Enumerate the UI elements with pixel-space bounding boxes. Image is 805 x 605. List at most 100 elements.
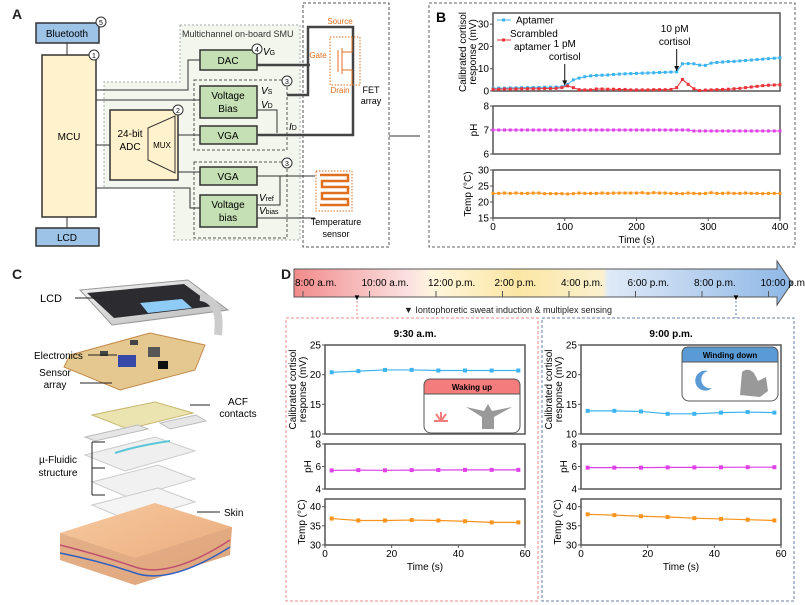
- y-axis-label: Temp (°C): [553, 499, 564, 544]
- data-point: [686, 191, 690, 195]
- data-point: [663, 88, 667, 92]
- temp-sensor-label-1: Temperature: [311, 217, 362, 227]
- data-point: [745, 517, 750, 522]
- ytick-label: 10: [478, 64, 490, 75]
- marker-morning: ▼: [353, 293, 361, 302]
- data-point: [560, 86, 564, 90]
- data-point: [409, 367, 414, 372]
- ytick-label: 10: [310, 430, 322, 441]
- fet-array-label-2: array: [361, 96, 382, 106]
- mcu-block: [41, 54, 97, 218]
- data-point: [514, 87, 518, 91]
- data-point: [715, 88, 719, 92]
- data-point: [744, 129, 748, 133]
- panel-d: 8:00 a.m.10:00 a.m.12:00 p.m.2:00 p.m.4:…: [285, 259, 805, 602]
- data-point: [715, 129, 719, 133]
- smu-label: Multichannel on-board SMU: [182, 29, 294, 39]
- data-point: [623, 128, 627, 132]
- data-point: [583, 75, 587, 79]
- label-skin: Skin: [224, 508, 243, 519]
- y-axis-label: Calibrated cortisol: [544, 349, 555, 429]
- data-point: [577, 191, 581, 195]
- data-point: [646, 71, 650, 75]
- D-evening-temp-axes: [580, 498, 782, 546]
- label-fluidic-1: µ-Fluidic: [39, 455, 77, 466]
- data-point: [709, 129, 713, 133]
- data-point: [508, 191, 512, 195]
- panel-c-letter: C: [12, 266, 23, 282]
- panel-d-letter: D: [281, 266, 292, 282]
- fluidic-layer-2: [90, 464, 197, 499]
- sensor-array-layer: [90, 401, 195, 430]
- data-point: [514, 191, 518, 195]
- ytick-label: 40: [310, 502, 322, 513]
- data-point: [537, 191, 541, 195]
- timeline-legend: ▼ Iontophoretic sweat induction & multip…: [404, 305, 612, 315]
- svg-text:VG: VG: [263, 47, 275, 58]
- data-point: [525, 191, 529, 195]
- fet-array-region: [302, 2, 390, 248]
- data-point: [525, 128, 529, 132]
- annotation-label: cortisol: [549, 52, 581, 63]
- data-point: [703, 191, 707, 195]
- moon-icon: [695, 370, 712, 391]
- data-point: [669, 128, 673, 132]
- badge-2: 2: [176, 108, 180, 115]
- data-point: [566, 84, 570, 88]
- ytick-label: 20: [478, 42, 490, 53]
- data-point: [719, 516, 723, 521]
- panel-b-letter: B: [436, 9, 446, 25]
- data-point: [463, 467, 467, 472]
- data-point: [409, 468, 414, 473]
- data-point: [329, 468, 334, 473]
- data-point: [732, 59, 736, 63]
- data-point: [554, 86, 558, 90]
- data-point: [772, 410, 777, 415]
- y-axis-label: pH: [469, 124, 480, 137]
- voltage-bias-1-block: [199, 85, 258, 119]
- data-point: [463, 368, 467, 373]
- data-point: [531, 128, 535, 132]
- data-point: [548, 192, 552, 196]
- y-axis-label: response (mV): [298, 357, 309, 423]
- data-point: [692, 191, 696, 195]
- bluetooth-label: Bluetooth: [46, 29, 88, 40]
- y-axis-label: pH: [559, 460, 570, 473]
- legend-marker: [502, 38, 505, 42]
- data-point: [709, 88, 713, 92]
- data-point: [436, 518, 441, 523]
- legend-label: aptamer: [514, 42, 551, 53]
- data-point: [554, 192, 558, 196]
- data-point: [409, 518, 414, 523]
- data-point: [356, 369, 361, 374]
- data-point: [738, 129, 742, 133]
- day-timeline-arrow: [293, 259, 793, 307]
- data-point: [463, 519, 467, 524]
- data-point: [665, 515, 670, 520]
- data-point: [663, 191, 667, 195]
- adc-label-1: 24-bit: [117, 129, 142, 140]
- data-point: [566, 82, 570, 86]
- data-point: [612, 128, 616, 132]
- timeline-tick-label: 6:00 p.m.: [628, 278, 670, 289]
- D-morning-cortisol-axes: [324, 344, 526, 435]
- data-point: [778, 83, 782, 87]
- xtick-label: 60: [519, 549, 531, 560]
- data-point: [778, 191, 782, 195]
- ytick-label: 30: [310, 541, 322, 552]
- ytick-label: 25: [478, 182, 490, 193]
- xtick-label: 100: [556, 222, 573, 233]
- data-point: [548, 87, 552, 91]
- bias-group-1: [193, 79, 288, 151]
- data-point: [686, 128, 690, 132]
- data-point: [721, 87, 725, 91]
- data-point: [589, 191, 593, 195]
- data-point: [640, 71, 644, 75]
- D-morning-temp-axes: [324, 498, 526, 546]
- xtick-label: 0: [578, 549, 584, 560]
- morning-badge-header: [423, 378, 521, 395]
- fet-source-label: Source: [327, 17, 353, 26]
- fet-gate-label: Gate: [309, 51, 327, 60]
- data-point: [566, 128, 570, 132]
- data-point: [652, 191, 656, 195]
